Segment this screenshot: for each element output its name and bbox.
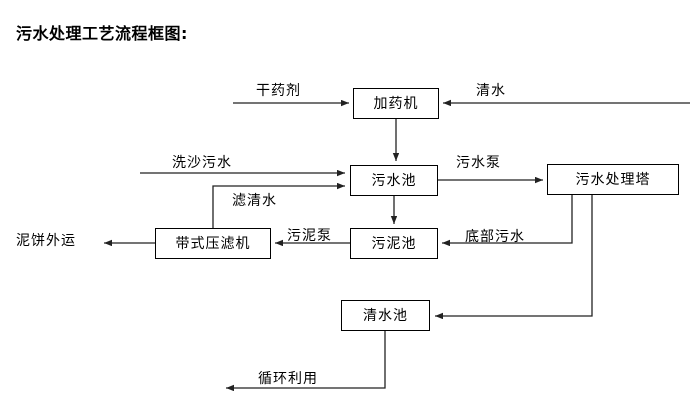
edge-bottom-sewage-to-sludge-pool (442, 195, 573, 247)
node-treatment-tower[interactable]: 污水处理塔 (547, 164, 679, 195)
node-label: 污泥池 (371, 235, 417, 252)
node-sewage-pool[interactable]: 污水池 (350, 165, 438, 196)
edge-label-dry-agent: 干药剂 (256, 83, 301, 99)
page-title: 污水处理工艺流程框图: (16, 24, 188, 43)
node-label: 清水池 (363, 307, 408, 324)
node-label: 加药机 (373, 95, 419, 112)
edge-tower-to-clean-water-pool (435, 195, 593, 320)
edge-filtrate-to-sewage-pool (212, 182, 345, 228)
edge-label-sand-wash-sewage: 洗沙污水 (172, 155, 232, 171)
edge-label-filtrate-water: 滤清水 (232, 193, 277, 209)
endpoint-label-mud-cake-transport: 泥饼外运 (16, 233, 76, 249)
node-label: 带式压滤机 (175, 235, 251, 252)
node-label: 污水池 (371, 172, 417, 189)
node-label: 污水处理塔 (575, 171, 651, 188)
edge-label-sludge-pump: 污泥泵 (287, 228, 332, 244)
edge-clean-water-to-recycle (226, 331, 386, 392)
node-dosing-machine[interactable]: 加药机 (353, 88, 439, 119)
edge-label-bottom-sewage: 底部污水 (465, 229, 525, 245)
node-sludge-pool[interactable]: 污泥池 (350, 228, 438, 259)
edge-label-clean-water-inlet: 清水 (476, 83, 506, 99)
edge-label-recycle-use: 循环利用 (258, 371, 318, 387)
node-belt-filter-press[interactable]: 带式压滤机 (155, 228, 271, 259)
node-clean-water-pool[interactable]: 清水池 (341, 300, 430, 331)
edge-label-sewage-pump: 污水泵 (456, 155, 501, 171)
